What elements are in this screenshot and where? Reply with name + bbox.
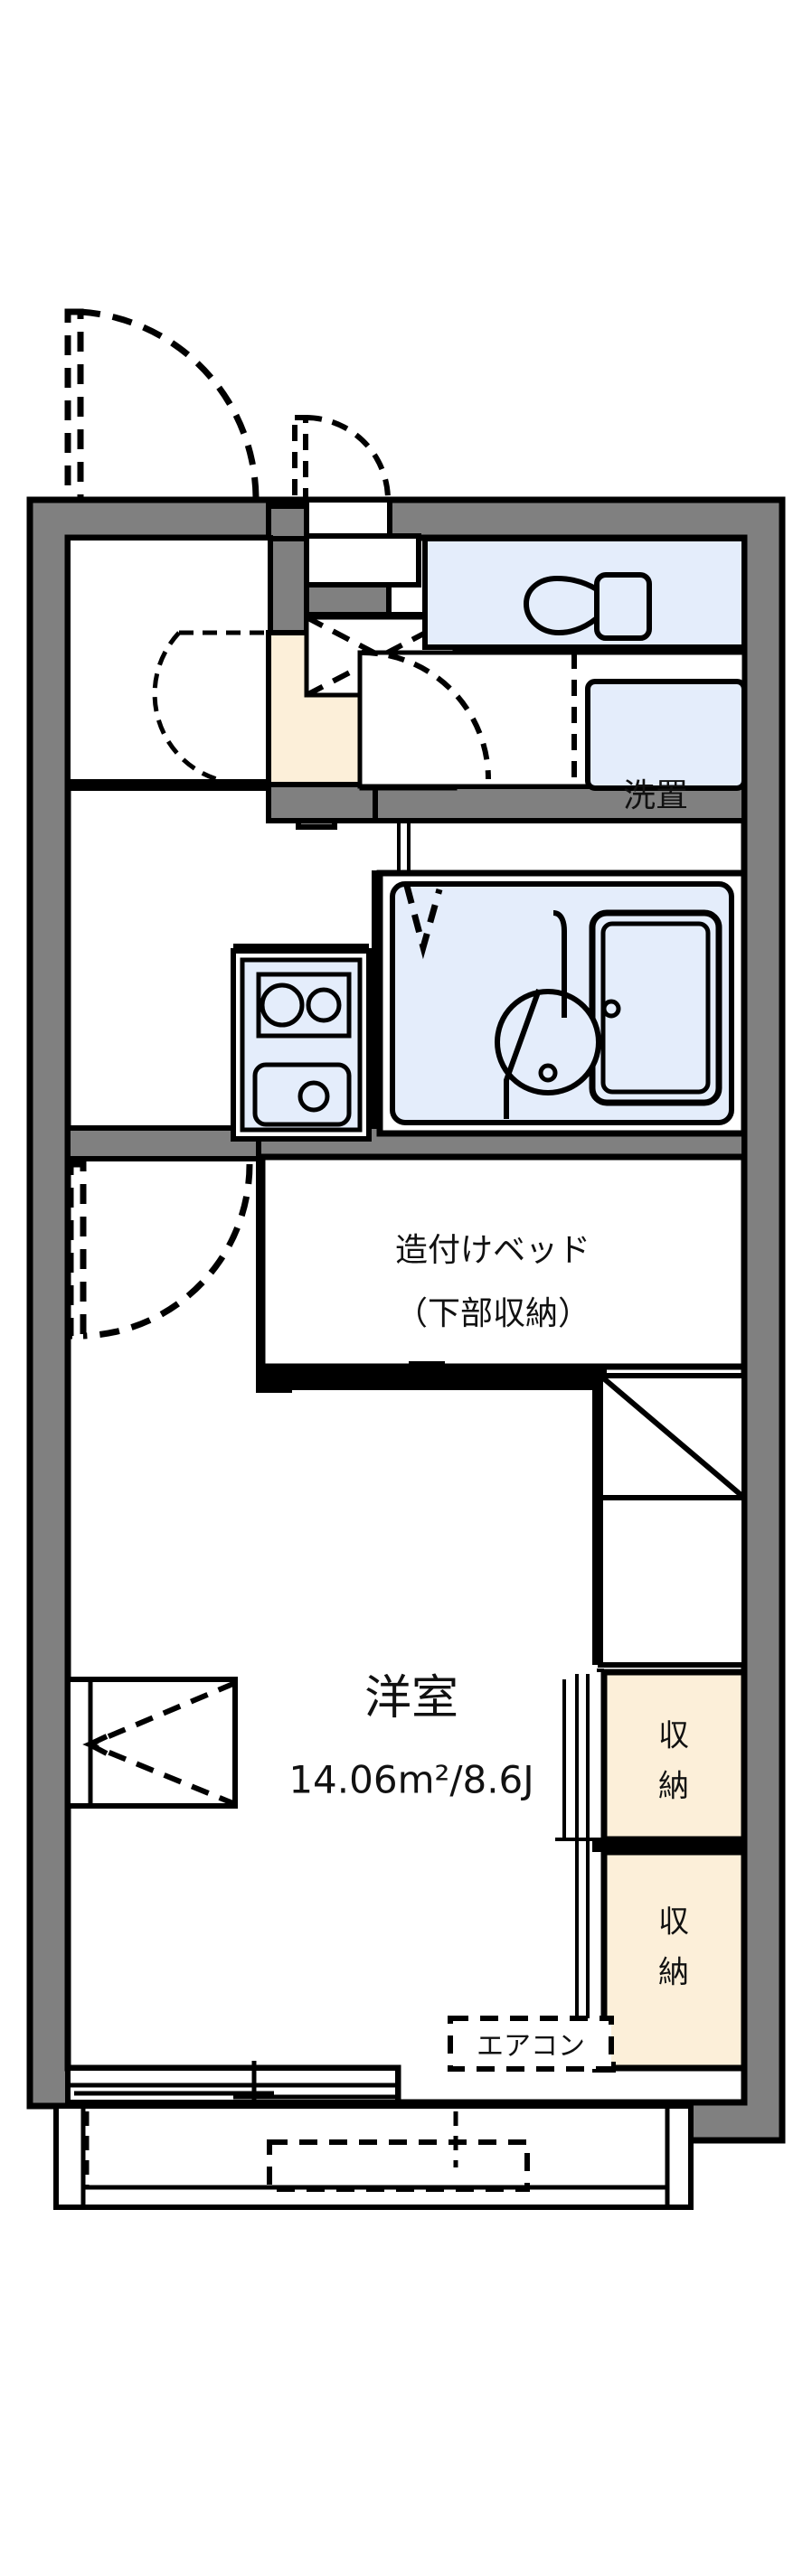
- kitchen-sink-drain: [297, 1080, 330, 1113]
- room-door-leaf: [67, 1161, 87, 1340]
- balcony-outline: [53, 2103, 694, 2210]
- main-room-label: 洋室: [364, 1671, 458, 1725]
- bath-door-fold-arc: [403, 885, 443, 960]
- partition-shoe-step: [266, 782, 378, 823]
- balcony-window[interactable]: [65, 2061, 401, 2111]
- kitchen: [231, 948, 372, 1142]
- balcony: [53, 2103, 694, 2210]
- washbasin-counter-edge: [552, 910, 567, 1018]
- bathtub-drain: [601, 999, 621, 1019]
- bath-door[interactable]: [403, 885, 443, 960]
- bed-foot-marker: [409, 1361, 445, 1374]
- washing-machine-pan: [585, 679, 747, 791]
- bed-alcove: [259, 1153, 748, 1370]
- main-room: 洋室 14.06m²/8.6J: [65, 1161, 534, 1809]
- ac-outdoor-unit-footprint: [267, 2139, 530, 2192]
- aircon-label: エアコン: [477, 2031, 585, 2063]
- washroom-door[interactable]: [361, 650, 577, 780]
- entrance-door-swing-arc: [80, 308, 260, 501]
- aircon-marker: エアコン: [448, 2016, 614, 2072]
- meter-door-swing-arc: [305, 415, 391, 501]
- wall-cabinet-left: [65, 1677, 238, 1809]
- wall-cabinet-arrow-head: [88, 1734, 109, 1756]
- partition-hall-room: [65, 1125, 265, 1161]
- storage-lower-label-char2: 納: [658, 1955, 689, 1991]
- toilet-bowl: [523, 575, 600, 636]
- entrance-door-leaf: [64, 308, 84, 503]
- washer-space: 洗置: [357, 650, 747, 814]
- room-door-swing-arc: [82, 1163, 253, 1340]
- upper-cabinet-box-lower: [598, 1495, 747, 1668]
- storage-upper-label-char1: 収: [658, 1718, 689, 1754]
- shoe-door-swing-arc: [152, 631, 257, 786]
- stove-burner-small: [306, 987, 342, 1023]
- storage-closet-upper[interactable]: [600, 1669, 748, 1843]
- storage-upper-label-char2: 納: [658, 1769, 689, 1805]
- storage-closets: 収 納 収 納: [555, 1669, 748, 2073]
- storage-lower-label-char1: 収: [658, 1904, 689, 1941]
- shoe-cabinet-door[interactable]: [152, 630, 269, 786]
- partition-room-right: [592, 1367, 600, 1665]
- meter-box: [304, 497, 421, 588]
- main-room-area-label: 14.06m²/8.6J: [288, 1758, 533, 1802]
- toilet-room: [422, 536, 747, 650]
- unit-bath: [376, 870, 748, 1137]
- washroom-door-swing-arc: [361, 650, 491, 780]
- bed-label-line1: 造付けベッド: [395, 1232, 590, 1269]
- washer-label: 洗置: [623, 777, 688, 814]
- bed-label-line2: （下部収納）: [395, 1295, 590, 1332]
- washbasin-cabinet-edge: [504, 988, 542, 1119]
- entrance-step-line: [68, 782, 270, 791]
- meter-door-leaf: [292, 415, 308, 503]
- upper-cabinet-diagonal: [599, 1373, 746, 1500]
- built-in-bed: 造付けベッド （下部収納）: [259, 1153, 748, 1374]
- entrance-door[interactable]: [64, 308, 260, 503]
- upper-cabinet: [552, 1371, 747, 1668]
- detail-lines: [233, 500, 411, 953]
- meter-box-door[interactable]: [292, 415, 391, 503]
- aircon-box: [448, 2016, 614, 2072]
- washbasin-drain: [538, 1063, 558, 1083]
- room-entry-door[interactable]: [67, 1161, 253, 1340]
- storage-closet-lower[interactable]: [600, 1848, 748, 2072]
- stove-burner-large: [260, 982, 305, 1028]
- toilet-tank: [594, 572, 652, 641]
- washbasin-bowl: [495, 989, 601, 1095]
